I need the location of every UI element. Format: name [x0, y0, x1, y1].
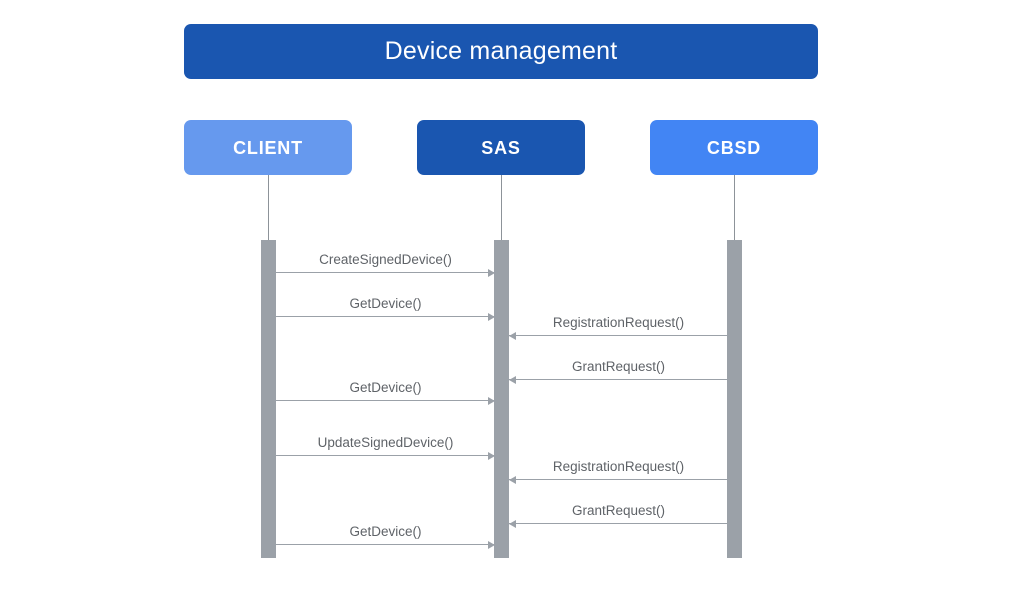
message-get-device-3: GetDevice() — [276, 520, 495, 550]
message-registration-request-2: RegistrationRequest() — [509, 455, 728, 485]
message-line — [276, 400, 495, 401]
arrow-left-icon — [509, 332, 516, 340]
message-line — [276, 455, 495, 456]
message-label: RegistrationRequest() — [552, 314, 685, 330]
participant-label-cbsd: CBSD — [706, 137, 762, 158]
message-line — [509, 523, 728, 524]
message-line — [276, 316, 495, 317]
arrow-right-icon — [488, 397, 495, 405]
activation-bar-client — [261, 240, 276, 558]
arrow-right-icon — [488, 452, 495, 460]
diagram-title-bar: Device management — [184, 24, 818, 79]
message-create-signed-device: CreateSignedDevice() — [276, 248, 495, 278]
message-label: UpdateSignedDevice() — [317, 434, 454, 450]
message-grant-request-2: GrantRequest() — [509, 499, 728, 529]
activation-bar-sas — [494, 240, 509, 558]
participant-box-sas[interactable]: SAS — [417, 120, 585, 175]
message-label: GetDevice() — [349, 295, 422, 311]
lifeline-sas — [501, 175, 502, 241]
arrow-right-icon — [488, 541, 495, 549]
message-registration-request-1: RegistrationRequest() — [509, 311, 728, 341]
message-line — [509, 379, 728, 380]
participant-label-client: CLIENT — [233, 137, 303, 158]
message-label: GetDevice() — [349, 523, 422, 539]
message-update-signed-device: UpdateSignedDevice() — [276, 431, 495, 461]
arrow-right-icon — [488, 313, 495, 321]
message-label: GetDevice() — [349, 379, 422, 395]
arrow-left-icon — [509, 376, 516, 384]
message-line — [276, 544, 495, 545]
participant-label-sas: SAS — [481, 137, 521, 158]
message-label: GrantRequest() — [571, 358, 666, 374]
arrow-left-icon — [509, 520, 516, 528]
message-label: GrantRequest() — [571, 502, 666, 518]
arrow-left-icon — [509, 476, 516, 484]
participant-box-client[interactable]: CLIENT — [184, 120, 352, 175]
lifeline-cbsd — [734, 175, 735, 241]
message-label: RegistrationRequest() — [552, 458, 685, 474]
message-grant-request-1: GrantRequest() — [509, 355, 728, 385]
message-get-device-2: GetDevice() — [276, 376, 495, 406]
lifeline-client — [268, 175, 269, 241]
message-line — [509, 479, 728, 480]
page-title: Device management — [384, 37, 618, 65]
message-line — [276, 272, 495, 273]
message-get-device-1: GetDevice() — [276, 292, 495, 322]
message-label: CreateSignedDevice() — [319, 251, 452, 267]
message-line — [509, 335, 728, 336]
arrow-right-icon — [488, 269, 495, 277]
activation-bar-cbsd — [727, 240, 742, 558]
participant-box-cbsd[interactable]: CBSD — [650, 120, 818, 175]
